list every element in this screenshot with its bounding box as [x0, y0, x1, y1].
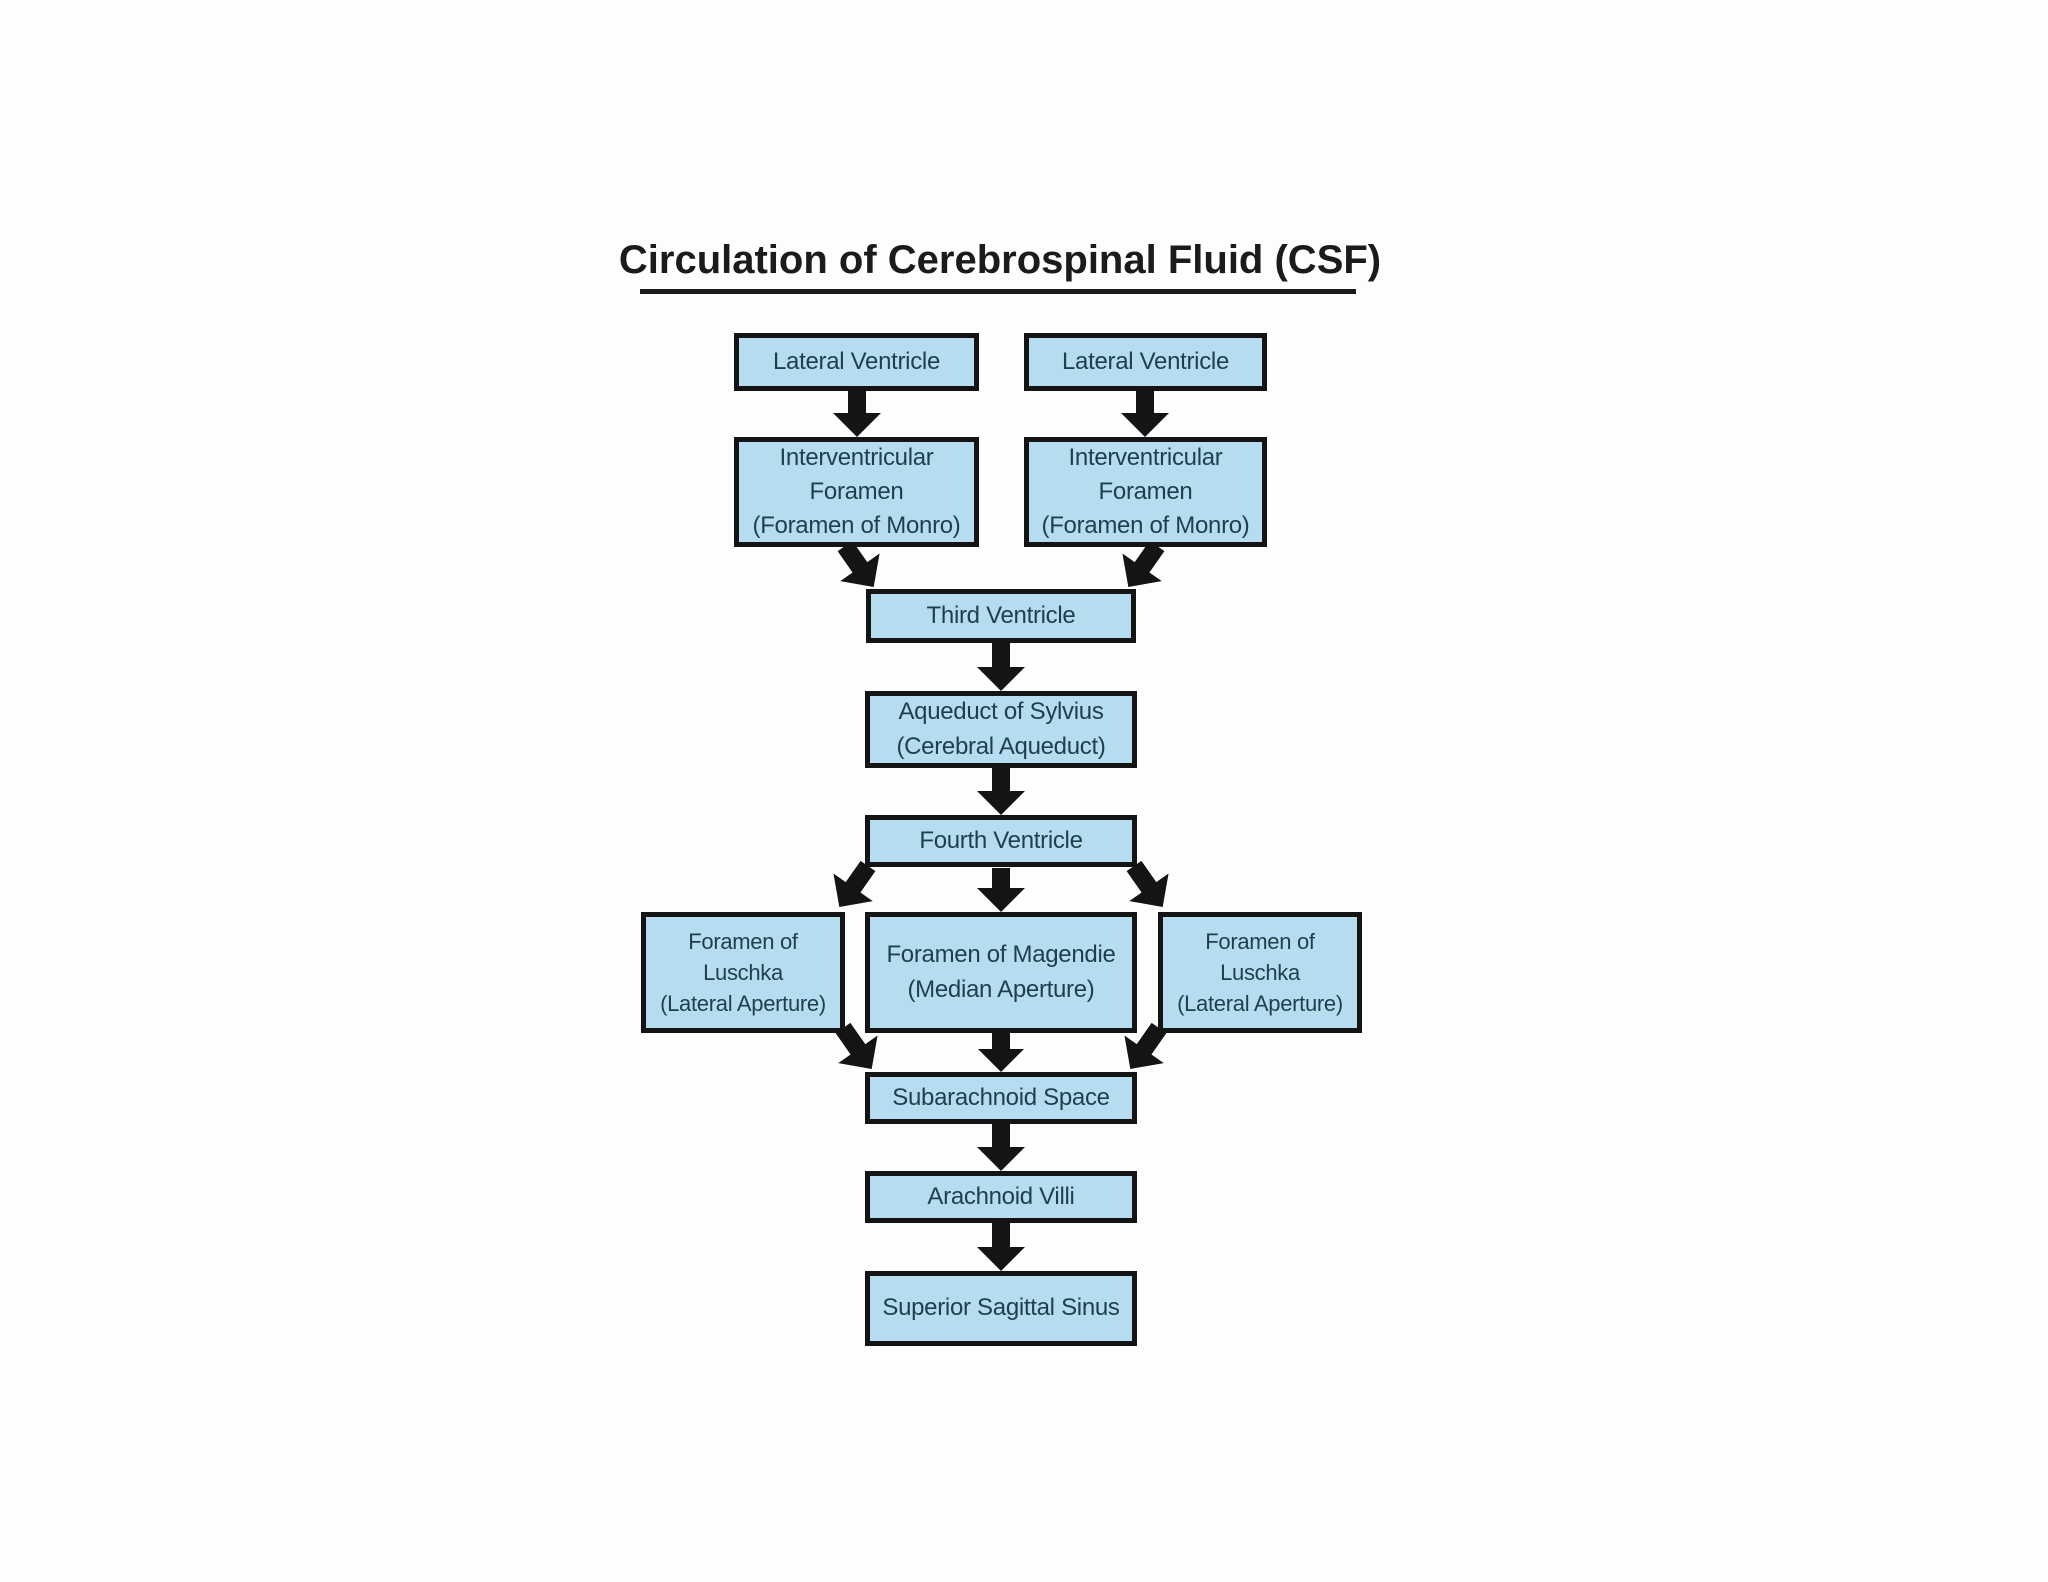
node-foramen-of-luschka-right: Foramen of Luschka (Lateral Aperture) [1158, 912, 1362, 1033]
node-foramen-of-luschka-left: Foramen of Luschka (Lateral Aperture) [641, 912, 845, 1033]
node-lateral-ventricle-left: Lateral Ventricle [734, 333, 979, 391]
node-aqueduct-of-sylvius: Aqueduct of Sylvius (Cerebral Aqueduct) [865, 691, 1137, 768]
arrow-lvl-to-ifl [833, 390, 881, 437]
node-lateral-ventricle-right: Lateral Ventricle [1024, 333, 1267, 391]
node-interventricular-foramen-right: Interventricular Foramen (Foramen of Mon… [1024, 437, 1267, 547]
node-arachnoid-villi: Arachnoid Villi [865, 1171, 1137, 1223]
arrow-lvr-to-ifr [1121, 390, 1169, 437]
node-third-ventricle: Third Ventricle [866, 589, 1136, 643]
node-superior-sagittal-sinus: Superior Sagittal Sinus [865, 1271, 1137, 1346]
arrow-tv-to-aq [977, 643, 1025, 691]
node-subarachnoid-space: Subarachnoid Space [865, 1072, 1137, 1124]
arrow-av-to-sss [977, 1223, 1025, 1271]
arrow-fv-to-magendie [977, 868, 1025, 912]
node-foramen-of-magendie: Foramen of Magendie (Median Aperture) [865, 912, 1137, 1033]
node-fourth-ventricle: Fourth Ventricle [865, 815, 1137, 867]
arrow-magendie-to-ss [978, 1032, 1024, 1072]
title-underline [640, 289, 1356, 294]
node-interventricular-foramen-left: Interventricular Foramen (Foramen of Mon… [734, 437, 979, 547]
arrow-aq-to-fv [977, 768, 1025, 815]
diagram-title: Circulation of Cerebrospinal Fluid (CSF) [618, 238, 1382, 282]
arrow-ss-to-av [977, 1124, 1025, 1171]
